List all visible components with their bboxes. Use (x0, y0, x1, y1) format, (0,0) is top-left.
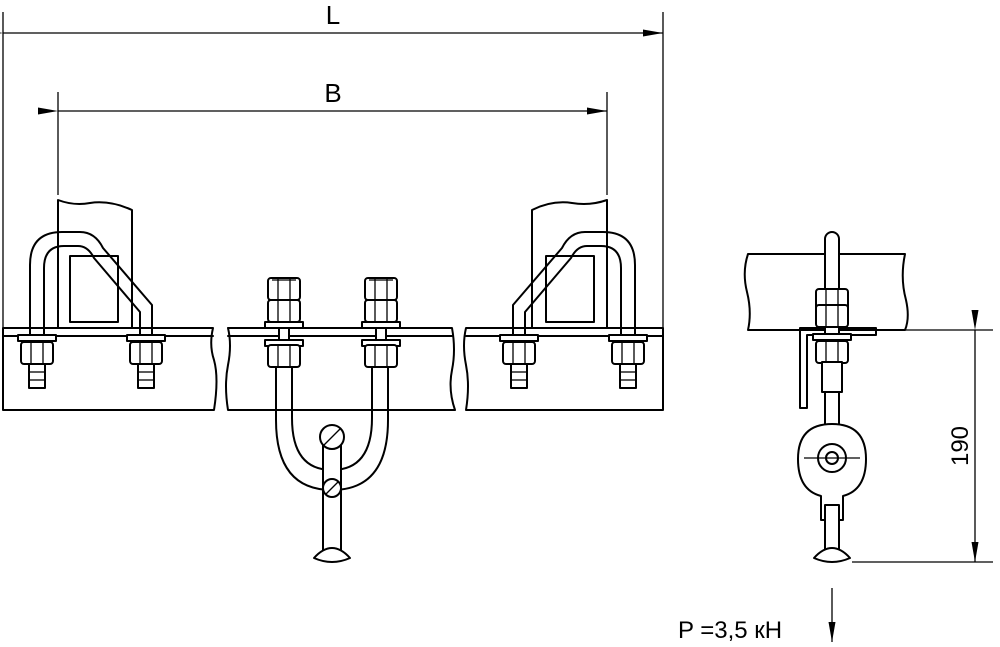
load-label: P =3,5 кН (678, 617, 782, 644)
left-post (57, 199, 133, 329)
dimension-190: 190 (852, 310, 993, 563)
center-right-bolt (361, 277, 401, 368)
dimension-B: B (38, 78, 608, 195)
right-post (531, 199, 608, 329)
left-u-bolt (17, 231, 166, 389)
front-view: L B (0, 0, 664, 563)
mounting-bar (2, 327, 664, 411)
dimension-B-label: B (324, 78, 341, 108)
dimension-190-label: 190 (947, 426, 974, 466)
dimension-L-label: L (326, 0, 340, 30)
center-hanger (264, 277, 401, 563)
dimension-L: L (0, 0, 664, 330)
right-u-bolt (499, 231, 648, 389)
side-view: 190 P =3,5 кН (678, 231, 993, 644)
center-left-bolt (264, 277, 304, 368)
